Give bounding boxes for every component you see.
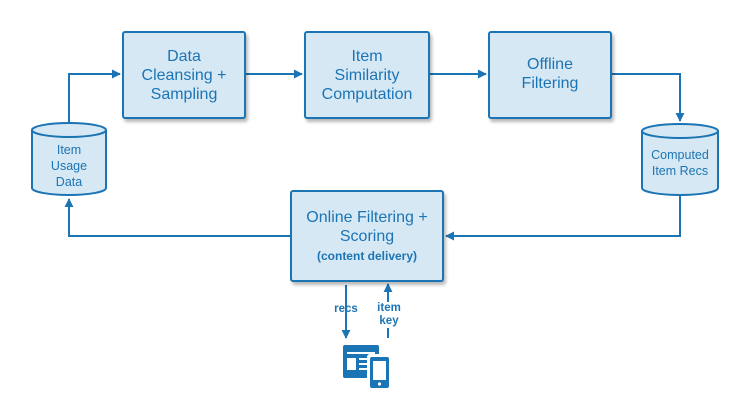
node-label-line: Offline	[527, 56, 573, 73]
node-label-line: Similarity	[334, 66, 400, 84]
node-offline-filtering: Offline Filtering	[488, 31, 612, 119]
arrow-online-to-usage	[64, 198, 290, 237]
node-item-usage-data: Item Usage Data	[32, 140, 106, 192]
node-sublabel: (content delivery)	[316, 248, 418, 263]
node-label-line: Cleansing +	[141, 66, 227, 84]
arrow-offline-to-recs	[612, 73, 685, 122]
node-label-line: Online Filtering +	[306, 208, 428, 226]
node-online-filtering: Online Filtering + Scoring (content deli…	[290, 190, 444, 282]
node-label-line: Data	[167, 47, 201, 65]
node-computed-item-recs: Computed Item Recs	[642, 143, 718, 183]
node-data-cleansing: Data Cleansing + Sampling	[122, 31, 246, 119]
web-and-mobile-devices-icon	[343, 345, 392, 390]
node-label-line: Computed	[651, 148, 709, 162]
edge-label-item-key: item key	[372, 302, 406, 328]
edge-label-recs: recs	[328, 303, 364, 316]
node-label-line: Item	[351, 47, 383, 65]
arrow-recs-to-online	[445, 195, 681, 241]
node-label-line: Item	[56, 143, 82, 157]
edge-label-line: recs	[334, 303, 358, 315]
arrow-usage-to-cleansing	[68, 69, 121, 123]
edge-label-line: key	[379, 315, 399, 327]
node-item-similarity: Item Similarity Computation	[304, 31, 430, 119]
edge-label-line: item	[377, 302, 401, 314]
node-label-line: Data	[55, 175, 83, 189]
node-label-line: Usage	[50, 159, 88, 173]
node-label-line: Filtering	[521, 75, 579, 92]
computed-item-recs-cylinder	[641, 123, 719, 196]
node-label-line: Item Recs	[651, 164, 709, 178]
node-label-line: Computation	[321, 85, 413, 103]
node-label-line: Sampling	[150, 85, 218, 103]
node-label-line: Scoring	[339, 227, 395, 245]
